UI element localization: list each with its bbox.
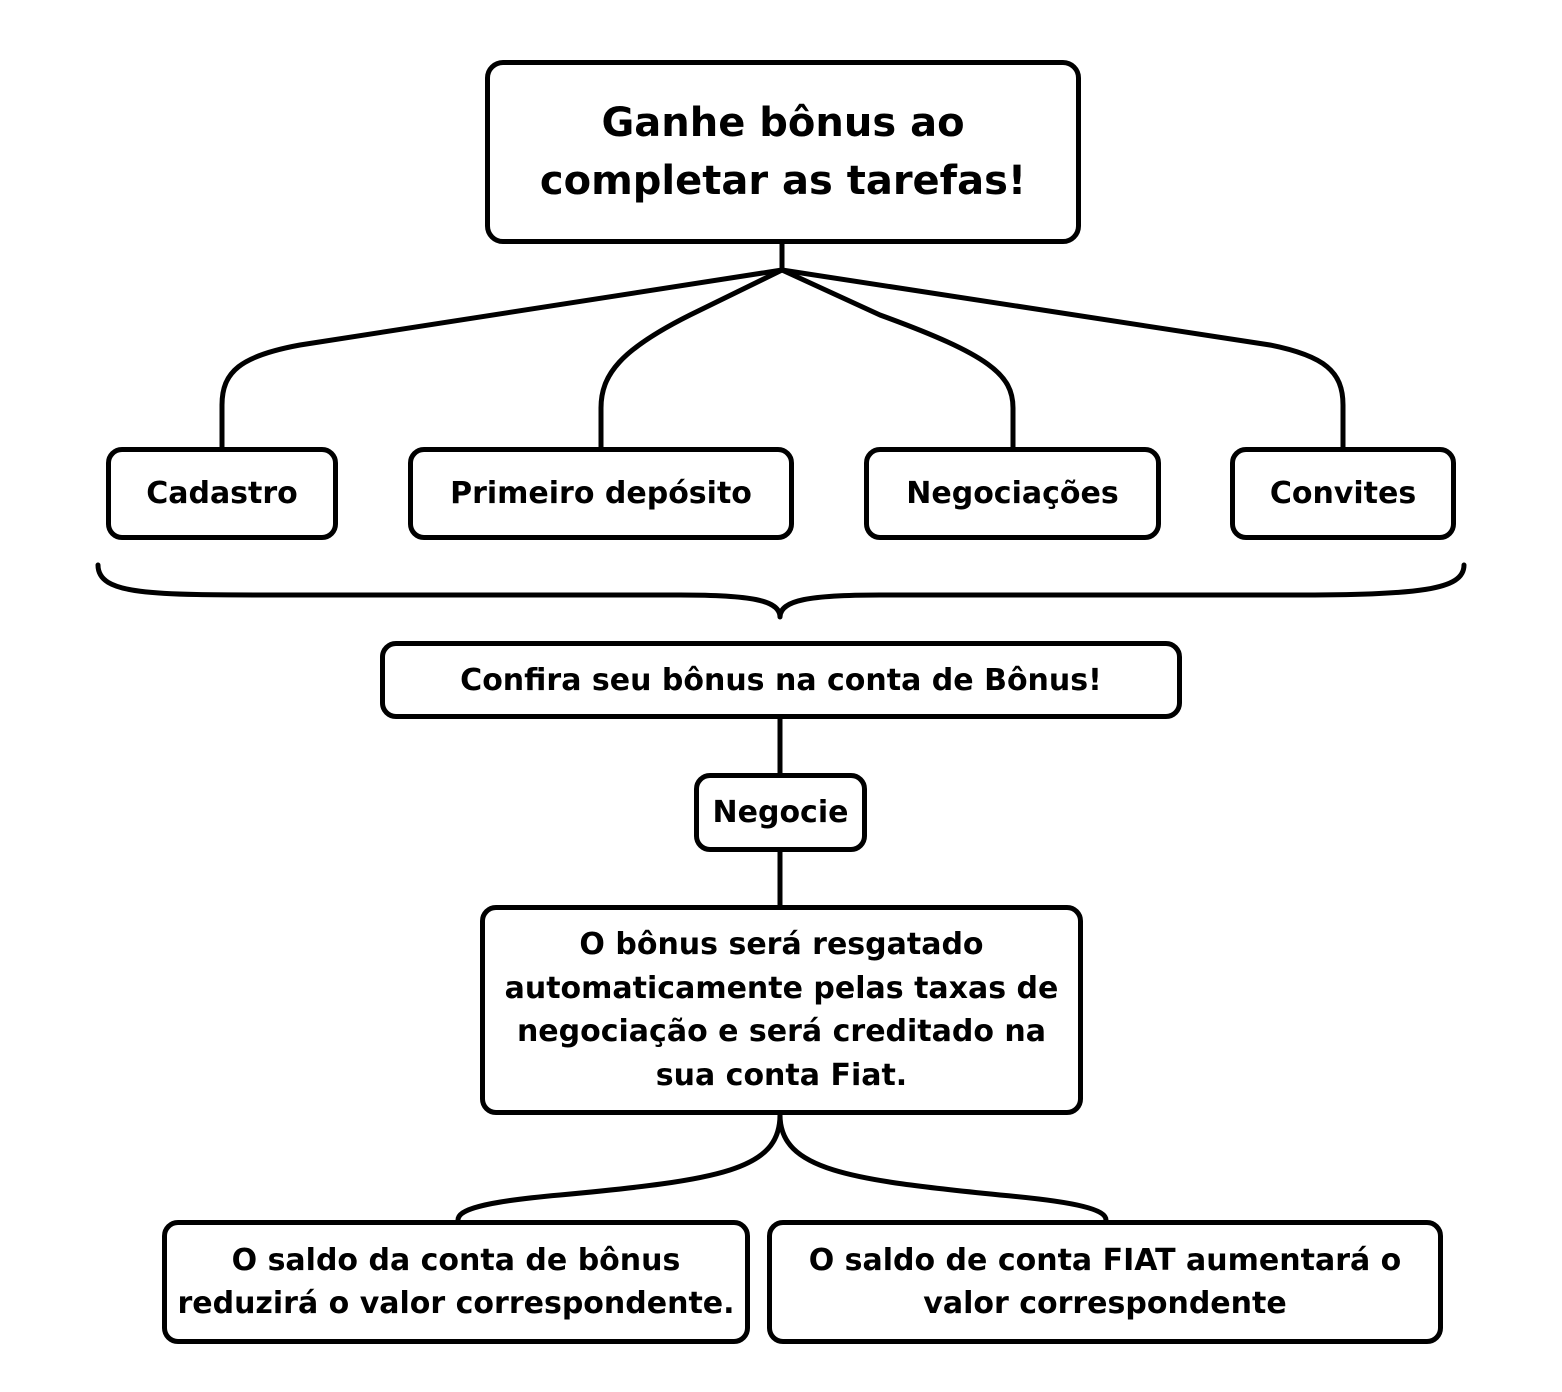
fiat-balance-box: O saldo de conta FIAT aumentará o valor … [767, 1220, 1443, 1344]
task-box-convites: Convites [1230, 447, 1456, 540]
task-label-primeiro-deposito: Primeiro depósito [450, 476, 752, 511]
redeem-line-2: automaticamente pelas taxas de [504, 970, 1059, 1006]
task-label-cadastro: Cadastro [146, 476, 298, 511]
task-label-convites: Convites [1269, 476, 1417, 511]
redeem-line-3: negociação e será creditado na [516, 1014, 1047, 1049]
title-line-1: Ganhe bônus ao [601, 100, 965, 146]
connector-to-saldo-fiat [777, 1112, 1109, 1223]
title-line-2: completar as tarefas! [539, 158, 1027, 204]
bonus-balance-line-2: reduzirá o valor correspondente. [177, 1286, 735, 1321]
task-box-cadastro: Cadastro [106, 447, 338, 540]
task-label-negociacoes: Negociações [906, 476, 1119, 511]
connector-to-cadastro [219, 267, 785, 450]
bonus-balance-box: O saldo da conta de bônus reduzirá o val… [162, 1220, 750, 1344]
task-box-negociacoes: Negociações [864, 447, 1161, 540]
connector-to-negociacoes [779, 267, 1016, 450]
redeem-box: O bônus será resgatado automaticamente p… [480, 905, 1083, 1115]
redeem-line-4: sua conta Fiat. [655, 1057, 908, 1093]
redeem-line-1: O bônus será resgatado [579, 927, 984, 962]
title-box: Ganhe bônus ao completar as tarefas! [485, 60, 1081, 244]
fiat-balance-line-1: O saldo de conta FIAT aumentará o [808, 1242, 1402, 1278]
curly-brace [95, 562, 1467, 620]
fiat-balance-line-2: valor correspondente [923, 1286, 1287, 1321]
trade-label: Negocie [712, 795, 849, 830]
connector-to-deposito [598, 267, 785, 450]
check-bonus-label: Confira seu bônus na conta de Bônus! [460, 662, 1102, 698]
check-bonus-box: Confira seu bônus na conta de Bônus! [380, 641, 1182, 719]
connector-to-saldo-bonus [455, 1112, 783, 1223]
task-box-primeiro-deposito: Primeiro depósito [408, 447, 794, 540]
connector-to-convites [779, 267, 1346, 450]
bonus-balance-line-1: O saldo da conta de bônus [231, 1242, 681, 1278]
trade-box: Negocie [694, 773, 867, 852]
